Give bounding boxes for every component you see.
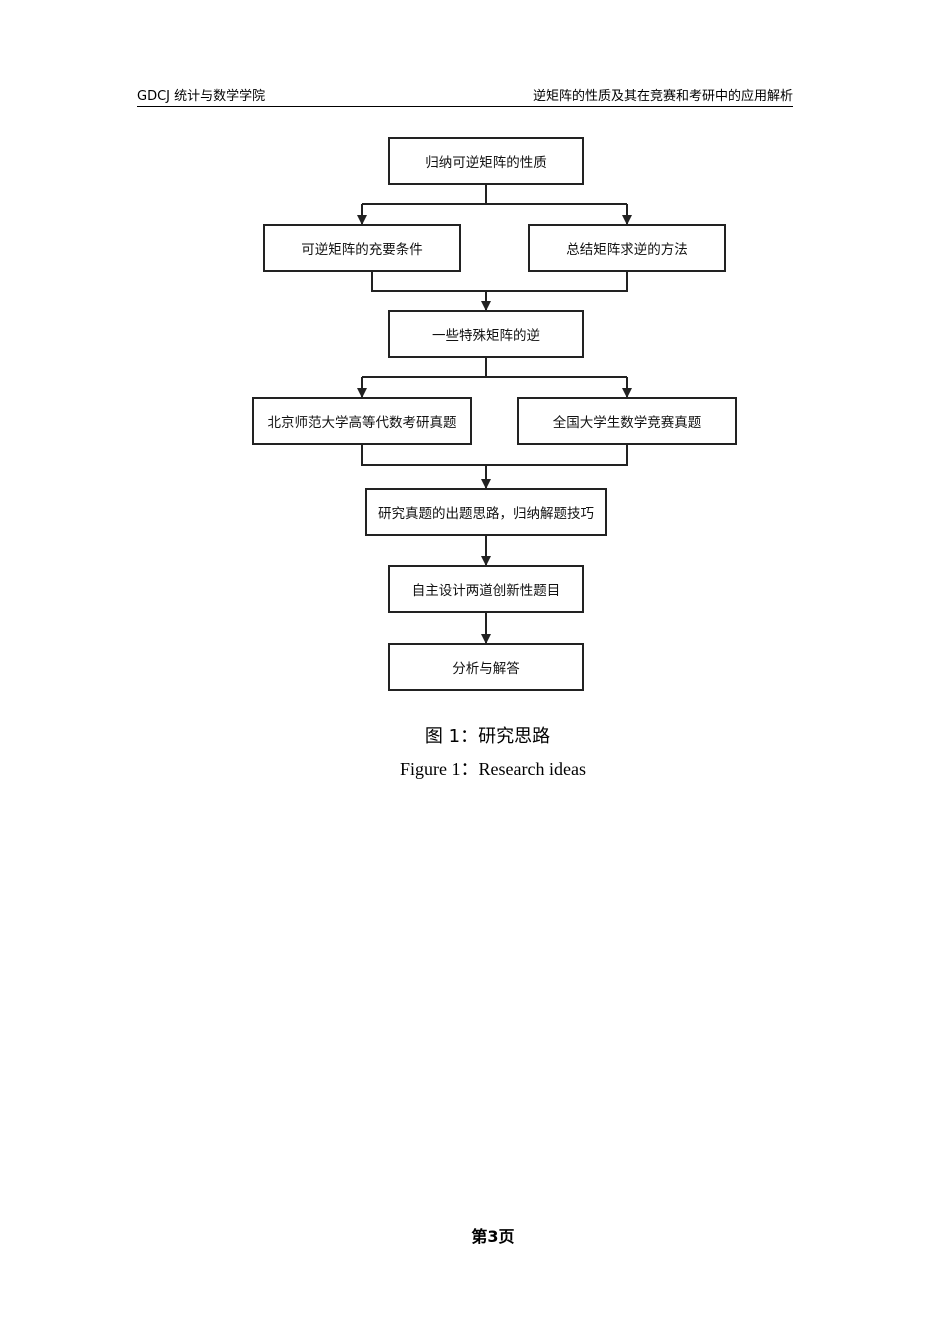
figure-caption-chinese: 图 1：研究思路 [424, 726, 551, 747]
flowchart-connectors [357, 184, 632, 644]
header-paper-title: 逆矩阵的性质及其在竞赛和考研中的应用解析 [532, 89, 793, 104]
node-summarize-properties: 归纳可逆矩阵的性质 [388, 137, 584, 185]
node-analysis-and-solution: 分析与解答 [388, 643, 584, 691]
connector-line [371, 271, 628, 292]
running-header: GDCJ 统计与数学学院 逆矩阵的性质及其在竞赛和考研中的应用解析 [137, 88, 793, 107]
node-bnu-exam-problems: 北京师范大学高等代数考研真题 [252, 397, 472, 445]
node-competition-problems: 全国大学生数学竞赛真题 [517, 397, 737, 445]
connector-line [361, 444, 628, 466]
header-institution: GDCJ 统计与数学学院 [137, 89, 266, 104]
research-flowchart: 归纳可逆矩阵的性质 可逆矩阵的充要条件 总结矩阵求逆的方法 一些特殊矩阵的逆 北… [252, 137, 737, 691]
node-special-matrix-inverses: 一些特殊矩阵的逆 [388, 310, 584, 358]
page-number: 第3页 [471, 1227, 515, 1246]
node-study-problem-design: 研究真题的出题思路，归纳解题技巧 [365, 488, 607, 536]
node-design-new-problems: 自主设计两道创新性题目 [388, 565, 584, 613]
figure-caption-english: Figure 1：Research ideas [400, 759, 586, 779]
node-necessary-sufficient-conditions: 可逆矩阵的充要条件 [263, 224, 461, 272]
node-inverse-methods: 总结矩阵求逆的方法 [528, 224, 726, 272]
